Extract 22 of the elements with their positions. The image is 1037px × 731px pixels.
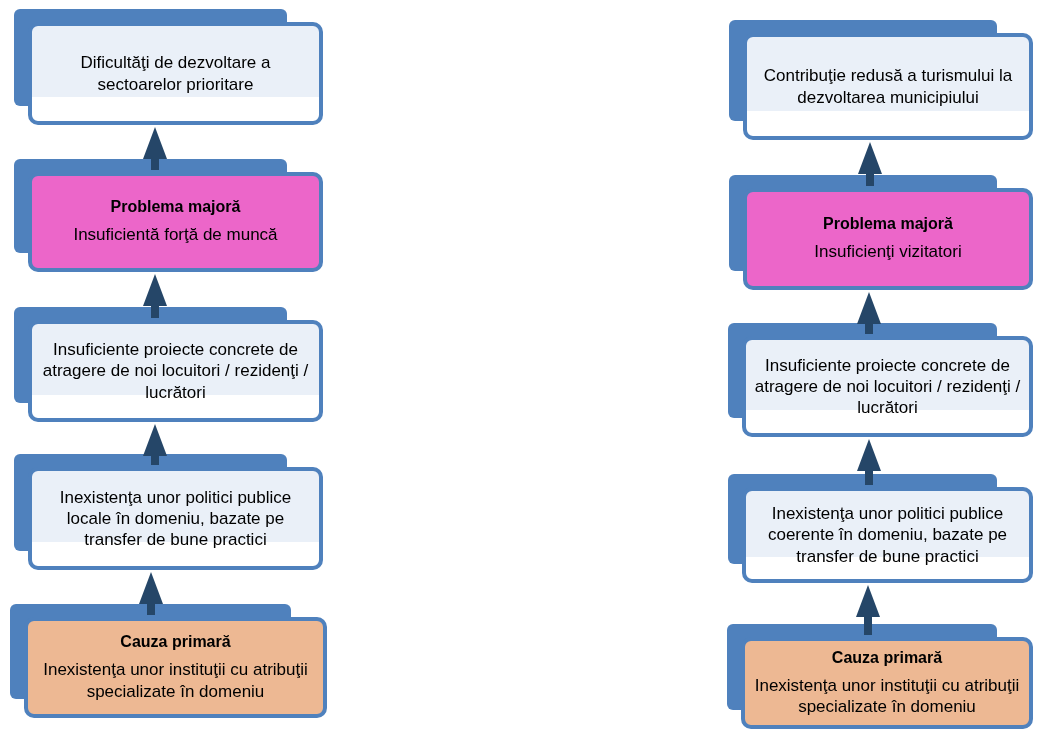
up-arrow xyxy=(857,439,881,485)
up-arrow xyxy=(858,142,882,186)
box-text: Insuficienţi vizitatori xyxy=(814,241,962,263)
box-heading: Cauza primară xyxy=(831,648,943,667)
box-heading: Problema majoră xyxy=(823,215,953,234)
box-text: Inexistenţa unor instituţii cu atribuţii specializate în domeniu xyxy=(753,674,1021,718)
up-arrow xyxy=(857,292,881,334)
box-text: Inexistenţa unor politici publice locale în domeniu, bazate pe transfer de bune practici xyxy=(58,486,293,551)
up-arrow xyxy=(143,274,167,318)
box-text: Dificultăţi de dezvoltare a sectoarelor prioritare xyxy=(79,52,272,95)
box-text: Contribuţie redusă a turismului la dezvoltarea municipiului xyxy=(762,65,1014,108)
up-arrow xyxy=(143,424,167,465)
up-arrow xyxy=(139,572,163,615)
box-heading: Problema majoră xyxy=(110,198,241,217)
box-text: Insuficiente proiecte concrete de atragere de noi locuitori / rezidenţi / lucrători xyxy=(41,339,310,403)
up-arrow xyxy=(143,127,167,170)
box-text: Inexistenţa unor politici publice coerente în domeniu, bazate pe transfer de bune practici xyxy=(766,503,1009,567)
box-text: Insuficiente proiecte concrete de atragere de noi locuitori / rezidenţi / lucrători xyxy=(754,354,1021,419)
box-heading: Cauza primară xyxy=(120,633,231,652)
box-text: Insuficientă forţă de muncă xyxy=(73,224,278,246)
up-arrow xyxy=(856,585,880,635)
box-text: Inexistenţa unor instituţii cu atribuţii specializate în domeniu xyxy=(42,659,309,702)
